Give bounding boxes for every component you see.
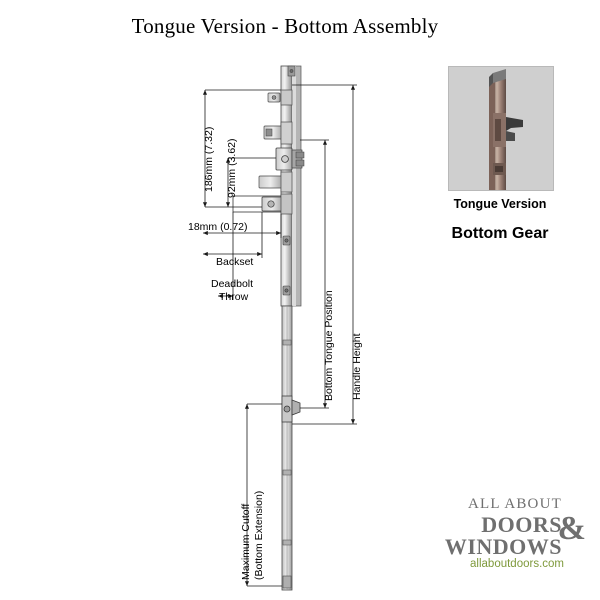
page-title: Tongue Version - Bottom Assembly [131,14,439,38]
dimension-lines [202,84,357,587]
company-logo[interactable]: ALL ABOUT DOORS WINDOWS & allaboutdoors.… [396,496,586,576]
backset-label: Backset [216,256,254,268]
logo-line3: WINDOWS [444,534,562,559]
maximum-cutoff-label-line1: Maximum Cutoff [240,503,252,580]
product-caption-line1: Tongue Version [453,197,547,211]
bottom-tongue-position-label: Bottom Tongue Position [323,290,335,401]
dimension-186mm-label: 186mm (7.32) [203,126,215,192]
product-photo-art [449,67,553,190]
logo-ampersand: & [557,510,586,547]
lock-assembly-drawing [232,65,305,591]
logo-line1: ALL ABOUT [468,496,562,512]
handle-height-label: Handle Height [351,333,363,400]
deadbolt-throw-label-line1: Deadbolt [211,278,254,290]
dimension-92mm-label: 92mm (3.62) [226,138,238,198]
maximum-cutoff-label-line2: (Bottom Extension) [253,490,265,580]
product-caption-line2: Bottom Gear [451,225,549,242]
dimension-18mm-label: 18mm (0.72) [188,221,248,233]
tongue-version-bottom-gear-photo [448,66,554,191]
deadbolt-throw-label-line2: Throw [219,291,249,303]
logo-line2: DOORS [481,512,562,537]
logo-url[interactable]: allaboutdoors.com [470,558,564,570]
